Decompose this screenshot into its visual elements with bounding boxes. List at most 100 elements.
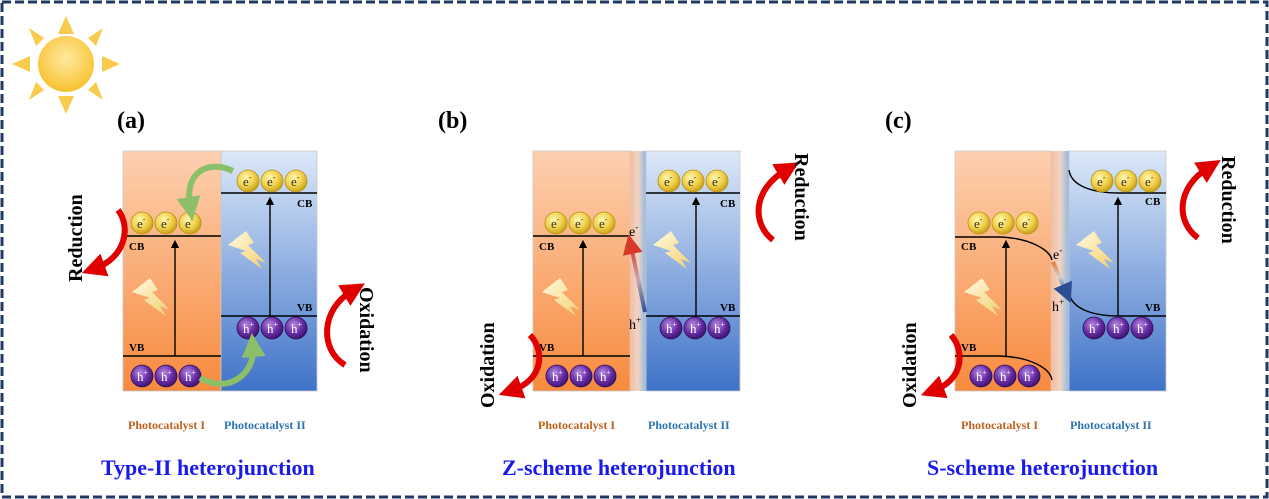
hole-label: h+ [1137,320,1149,336]
panel-b-pc2-electron-1: e- [657,169,681,193]
panel-b-pc1-electron-2: e- [568,211,592,235]
hole-sphere [993,364,1017,388]
hole-sphere [1017,364,1041,388]
panel-b-pc2-light-bolt-icon [653,231,691,269]
panel-c-pc1-electron-1: e- [967,211,991,235]
panel-c-pc1-light-bolt-icon [964,278,1002,316]
panel-b-reduction-arrow [755,162,799,243]
panel-a-pc2-electron-1: e- [236,169,260,193]
panel-c-pc2-electron-1: e- [1090,169,1114,193]
electron-sphere [1138,169,1162,193]
charge-sign: - [273,173,276,182]
panel-b-interface-electron-label: e- [629,222,638,240]
panel-c-pc1-hole-1: h+ [969,364,993,388]
panel-a-pc1-hole-2: h+ [154,364,178,388]
panel-b-pc2-hole-1: h+ [659,316,683,340]
sun-icon [12,16,120,114]
panel-a-title: Type-II heterojunction [101,455,315,480]
panel-c-photocatalyst-1-label: Photocatalyst I [961,418,1038,432]
panel-a-pc1-light-bolt-icon [132,278,170,316]
panel-b-pc1-hole-1: h+ [545,364,569,388]
panel-c-oxidation-arrow [920,333,963,399]
hole-sphere [178,364,202,388]
electron-label: e- [161,215,170,231]
panel-c-pc2-hole-2: h+ [1106,316,1130,340]
charge-sign: + [192,368,197,377]
panel-b-pc1-vb-label: VB [539,342,555,354]
charge-sign: + [983,368,988,377]
panel-b-pc1-light-bolt-icon [542,278,580,316]
charge-sign: - [557,215,560,224]
charge-sign: + [1059,297,1064,307]
hole-label: h+ [576,368,588,384]
hole-sphere [569,364,593,388]
electron-sphere [991,211,1015,235]
charge-sign: - [605,215,608,224]
panel-c-oxidation-label: Oxidation [899,322,921,408]
hole-sphere [1106,316,1130,340]
charge-sign: - [191,215,194,224]
electron-label: e- [664,173,673,189]
panel-a-oxidation-arrow [324,283,365,368]
panel-a-photocatalyst-1-box [122,150,222,392]
panel-b-pc1-cb-label: CB [539,241,555,253]
panel-c-pc1-electron-2: e- [991,211,1015,235]
panel-b-pc1-hole-3: h+ [593,364,617,388]
panel-a-pc1-hole-1: h+ [130,364,154,388]
charge-sign: + [636,315,641,325]
hole-sphere [260,316,284,340]
electron-sphere [544,211,568,235]
panel-a-pc1-electron-1: e- [130,211,154,235]
panel-a-pc1-electron-2: e- [154,211,178,235]
hole-label: h+ [243,320,255,336]
electron-label: e- [243,173,252,189]
panel-b-pc1-hole-2: h+ [569,364,593,388]
panel-a-reduction-arrow [81,208,128,277]
hole-label: h+ [1000,368,1012,384]
hole-sphere [659,316,683,340]
panel-b-title: Z-scheme heterojunction [502,455,736,480]
panel-a-pc2-cb-label: CB [297,198,313,210]
hole-sphere [969,364,993,388]
panel-a-pc1-vb-label: VB [129,342,145,354]
hole-label: h+ [1024,368,1036,384]
hole-label: h+ [1089,320,1101,336]
panel-a-pc2-vb-label: VB [297,302,313,314]
panel-a-pc1-cb-label: CB [129,241,145,253]
panel-b-photocatalyst-1-label: Photocatalyst I [538,418,615,432]
charge-sign: - [297,173,300,182]
hole-sphere [154,364,178,388]
panel-c-pc2-light-bolt-icon [1076,231,1114,269]
hole-label: h+ [552,368,564,384]
charge-sign: - [670,173,673,182]
panel-c-pc2-hole-3: h+ [1130,316,1154,340]
panel-a-electron-transfer-arrow [176,163,235,221]
charge-sign: + [721,320,726,329]
panel-c-photocatalyst-1-box [954,150,1052,392]
panel-b-pc2-electron-2: e- [681,169,705,193]
charge-sign: - [581,215,584,224]
charge-sign: - [1127,173,1130,182]
charge-sign: + [250,320,255,329]
panel-a-photocatalyst-2-label: Photocatalyst II [224,418,306,432]
panel-c-letter: (c) [885,108,912,134]
charge-sign: - [635,222,638,232]
electron-label: e- [291,173,300,189]
charge-sign: - [1059,245,1062,255]
charge-sign: - [718,173,721,182]
hole-label: h+ [666,320,678,336]
electron-sphere [967,211,991,235]
panel-b-pc2-electron-3: e- [705,169,729,193]
charge-sign: + [1007,368,1012,377]
hole-label: h+ [600,368,612,384]
panel-c-pc1-hole-2: h+ [993,364,1017,388]
hole-label: h+ [185,368,197,384]
electron-sphere [681,169,705,193]
charge-sign: + [1096,320,1101,329]
electron-label: e- [267,173,276,189]
electron-label: e- [1022,215,1031,231]
hole-sphere [284,316,308,340]
electron-label: e- [1121,173,1130,189]
hole-sphere [593,364,617,388]
